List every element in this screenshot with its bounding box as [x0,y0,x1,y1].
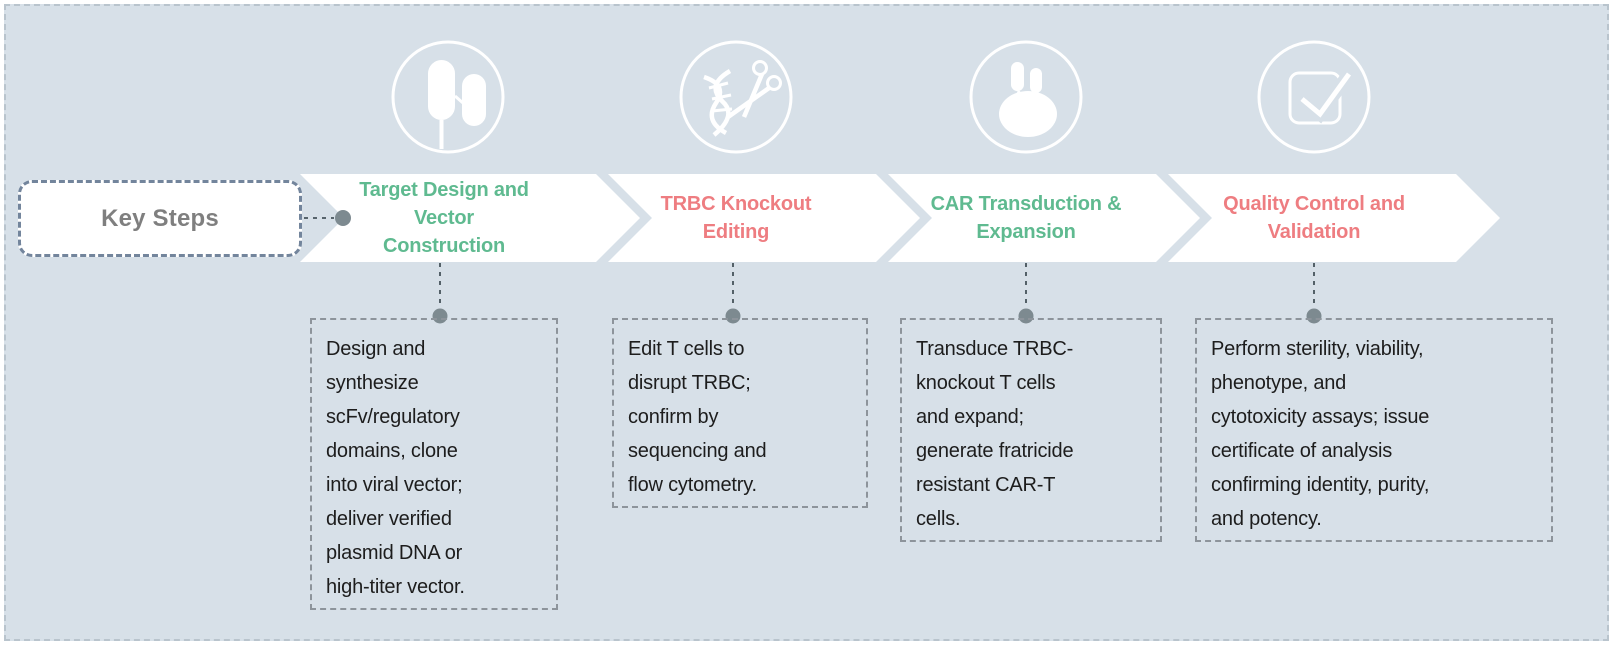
key-steps-label: Key Steps [101,204,219,232]
step-1-description: Design and synthesize scFv/regulatory do… [326,338,465,598]
dna-scissors-icon [679,40,793,154]
step-4-title: Quality Control and Validation [1223,193,1405,243]
step-4-description: Perform sterility, viability, phenotype,… [1211,338,1430,530]
step-3-description: Transduce TRBC- knockout T cells and exp… [916,338,1074,530]
step-2-description: Edit T cells to disrupt TRBC; confirm by… [628,338,767,496]
checkmark-box-icon [1257,40,1371,154]
step-1-description-box: Design and synthesize scFv/regulatory do… [310,318,558,610]
vector-construction-icon [391,40,505,154]
step-3-description-box: Transduce TRBC- knockout T cells and exp… [900,318,1162,542]
step-3-title: CAR Transduction & Expansion [930,193,1122,243]
step-2-title: TRBC Knockout Editing [660,193,812,243]
key-steps-box: Key Steps [18,180,302,257]
step-2-description-box: Edit T cells to disrupt TRBC; confirm by… [612,318,868,508]
step-4-description-box: Perform sterility, viability, phenotype,… [1195,318,1553,542]
cell-receptor-icon [969,40,1083,154]
step-1-title: Target Design and Vector Construction [359,179,529,257]
